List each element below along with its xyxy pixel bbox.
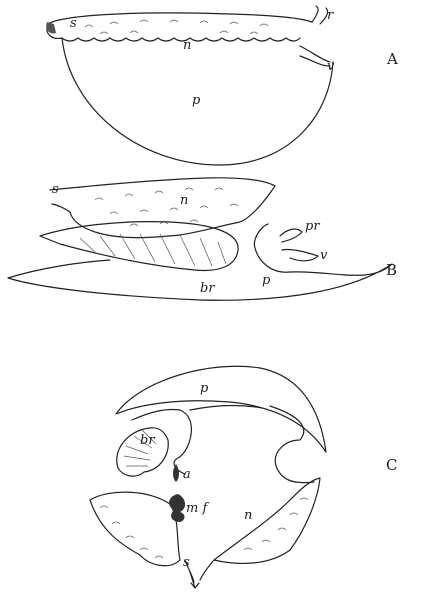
panel-b-label-v: v (320, 248, 328, 263)
panel-b-tube-pr (280, 229, 302, 242)
panel-c-label-p: p (200, 381, 209, 396)
panel-b-tube-v (282, 249, 318, 260)
panel-b-label-n: n (180, 193, 188, 208)
panel-a: s n p r v A (46, 6, 398, 165)
panel-a-label-s: s (70, 16, 77, 31)
panel-a-label-p: p (192, 93, 201, 108)
panel-c-label-n: n (244, 508, 252, 523)
panel-a-texture (85, 20, 268, 34)
panel-a-mantle-n (48, 13, 312, 41)
panel-a-tube-v (300, 46, 330, 66)
panel-a-label-n: n (183, 38, 191, 53)
panel-b-label-pr: pr (305, 219, 320, 234)
panel-b-label-br: br (200, 281, 215, 296)
panel-c-organ-mf (169, 494, 185, 522)
panel-b-texture (95, 188, 238, 226)
panel-c-label-a: a (183, 467, 191, 482)
panel-c-label-s: s (183, 555, 190, 570)
panel-c-organ-a (173, 464, 179, 482)
panel-b: s n pr v br p B (8, 178, 397, 300)
panel-a-tube-r (312, 6, 328, 24)
panel-b-letter: B (386, 261, 397, 279)
panel-c-letter: C (386, 456, 397, 474)
panel-c: p br a m f n s C (90, 366, 397, 588)
panel-c-siphon-s (190, 572, 199, 588)
panel-a-label-v: v (327, 59, 335, 74)
panel-a-letter: A (386, 50, 398, 68)
panel-c-label-mf: m f (186, 501, 209, 516)
panel-a-label-r: r (327, 8, 334, 23)
panel-b-label-p: p (262, 273, 271, 288)
panel-c-label-br: br (140, 433, 155, 448)
panel-b-mantle-n (50, 178, 275, 238)
panel-b-label-s: s (52, 182, 59, 197)
